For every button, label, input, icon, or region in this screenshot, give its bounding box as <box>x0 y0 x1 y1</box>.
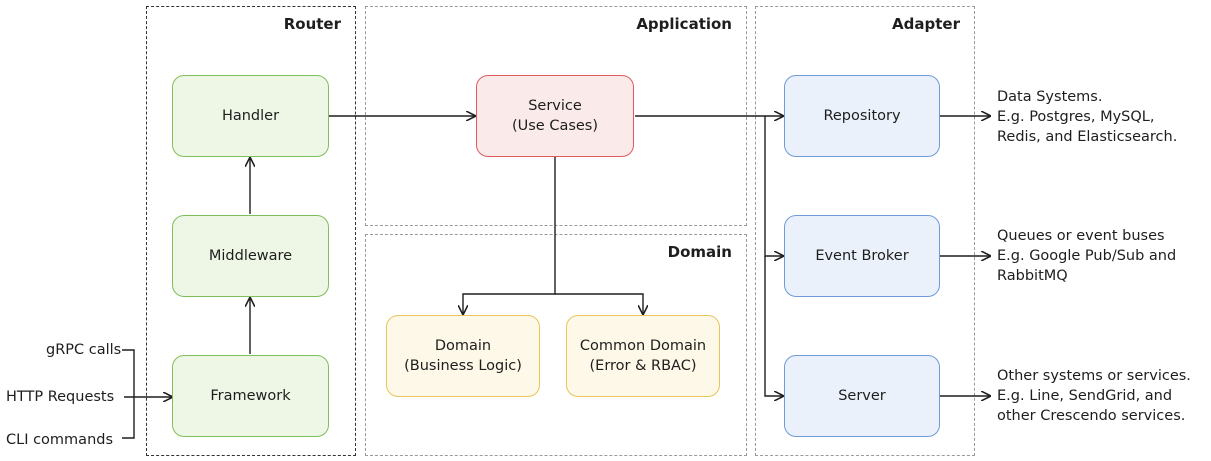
application-title: Application <box>636 15 732 33</box>
service-box: Service (Use Cases) <box>476 75 634 157</box>
repository-output-text: Data Systems. E.g. Postgres, MySQL, Redi… <box>997 87 1177 147</box>
common-domain-box: Common Domain (Error & RBAC) <box>566 315 720 397</box>
output-line: E.g. Line, SendGrid, and <box>997 388 1173 404</box>
arrow-service-to-event-broker <box>764 116 783 256</box>
server-box: Server <box>784 355 940 437</box>
input-cli-commands: CLI commands <box>6 432 114 448</box>
repository-box: Repository <box>784 75 940 157</box>
arrow-to-common-domain <box>555 293 643 314</box>
input-bracket-grpc <box>122 349 135 397</box>
output-line: Other systems or services. <box>997 368 1191 384</box>
server-output-text: Other systems or services. E.g. Line, Se… <box>997 366 1191 426</box>
domain-region: Domain <box>365 234 747 456</box>
handler-box: Handler <box>172 75 329 157</box>
output-line: Queues or event buses <box>997 228 1165 244</box>
output-line: RabbitMQ <box>997 268 1068 284</box>
adapter-title: Adapter <box>892 15 960 33</box>
output-line: other Crescendo services. <box>997 408 1186 424</box>
arrow-service-to-server <box>764 256 783 396</box>
router-title: Router <box>283 15 341 33</box>
event-broker-box: Event Broker <box>784 215 940 297</box>
input-http-requests: HTTP Requests <box>6 389 115 405</box>
adapter-region: Adapter <box>755 6 975 456</box>
router-region: Router <box>146 6 356 456</box>
input-grpc-calls: gRPC calls <box>46 342 122 358</box>
line-service-to-domain-split <box>463 157 556 314</box>
output-line: E.g. Google Pub/Sub and <box>997 248 1177 264</box>
middleware-box: Middleware <box>172 215 329 297</box>
input-bracket-cli <box>122 397 135 439</box>
output-line: Data Systems. <box>997 89 1103 105</box>
output-line: E.g. Postgres, MySQL, <box>997 109 1155 125</box>
output-line: Redis, and Elasticsearch. <box>997 129 1178 145</box>
framework-box: Framework <box>172 355 329 437</box>
domain-title: Domain <box>667 243 732 261</box>
event-broker-output-text: Queues or event buses E.g. Google Pub/Su… <box>997 226 1176 286</box>
domain-box: Domain (Business Logic) <box>386 315 540 397</box>
